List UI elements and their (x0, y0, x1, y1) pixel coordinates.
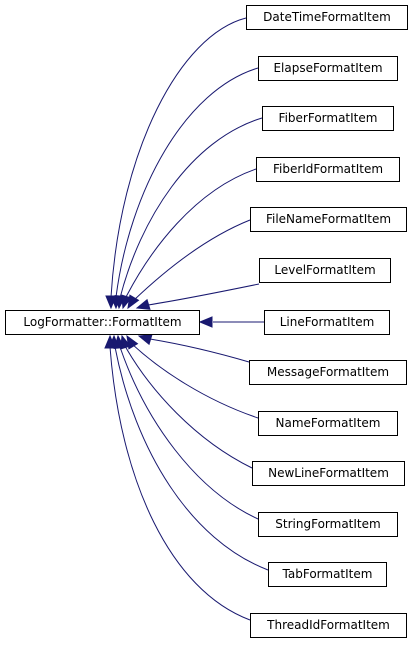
derived-class-label: ThreadIdFormatItem (267, 618, 390, 632)
edge-elapse (115, 67, 259, 298)
edge-name (131, 343, 259, 419)
edge-line-arrowhead (198, 316, 213, 328)
edge-tab (114, 346, 269, 571)
derived-class-label: ElapseFormatItem (273, 61, 383, 75)
base-class-node[interactable]: LogFormatter::FormatItem (5, 310, 200, 335)
edge-threadid (109, 346, 251, 621)
edge-datetime (110, 17, 247, 298)
derived-class-node-tab[interactable]: TabFormatItem (268, 562, 387, 587)
derived-class-label: TabFormatItem (282, 567, 373, 581)
derived-class-label: LevelFormatItem (274, 263, 376, 277)
derived-class-node-fiberid[interactable]: FiberIdFormatItem (256, 157, 400, 182)
edge-fiberid (124, 168, 257, 300)
derived-class-node-filename[interactable]: FileNameFormatItem (250, 207, 407, 232)
derived-class-label: NewLineFormatItem (268, 466, 389, 480)
edge-newline (124, 345, 253, 469)
derived-class-node-line[interactable]: LineFormatItem (264, 310, 390, 335)
derived-class-node-message[interactable]: MessageFormatItem (249, 360, 407, 385)
derived-class-node-threadid[interactable]: ThreadIdFormatItem (250, 613, 407, 638)
derived-class-node-level[interactable]: LevelFormatItem (259, 258, 391, 283)
derived-class-node-name[interactable]: NameFormatItem (258, 411, 398, 436)
base-class-label: LogFormatter::FormatItem (23, 315, 182, 329)
derived-class-label: MessageFormatItem (266, 365, 390, 379)
derived-class-label: StringFormatItem (275, 517, 381, 531)
edge-filename (132, 219, 251, 302)
edge-filename-arrowhead (127, 294, 140, 310)
edge-threadid-arrowhead (104, 334, 116, 349)
derived-class-node-datetime[interactable]: DateTimeFormatItem (246, 5, 408, 30)
derived-class-label: FiberIdFormatItem (272, 162, 384, 176)
edge-level-arrowhead (135, 298, 151, 310)
derived-class-node-elapse[interactable]: ElapseFormatItem (258, 56, 398, 81)
edge-message-arrowhead (137, 334, 153, 346)
edge-level (147, 283, 260, 306)
derived-class-label: NameFormatItem (275, 416, 381, 430)
derived-class-label: DateTimeFormatItem (263, 10, 391, 24)
derived-class-node-newline[interactable]: NewLineFormatItem (252, 461, 405, 486)
derived-class-label: FiberFormatItem (278, 111, 378, 125)
derived-class-node-fiber[interactable]: FiberFormatItem (262, 106, 394, 131)
edge-string (119, 346, 259, 520)
derived-class-label: FileNameFormatItem (265, 212, 392, 226)
edge-message (149, 338, 250, 363)
derived-class-node-string[interactable]: StringFormatItem (258, 512, 398, 537)
edge-fiber (119, 117, 263, 299)
derived-class-label: LineFormatItem (279, 315, 375, 329)
edge-fiberid-arrowhead (121, 294, 133, 310)
